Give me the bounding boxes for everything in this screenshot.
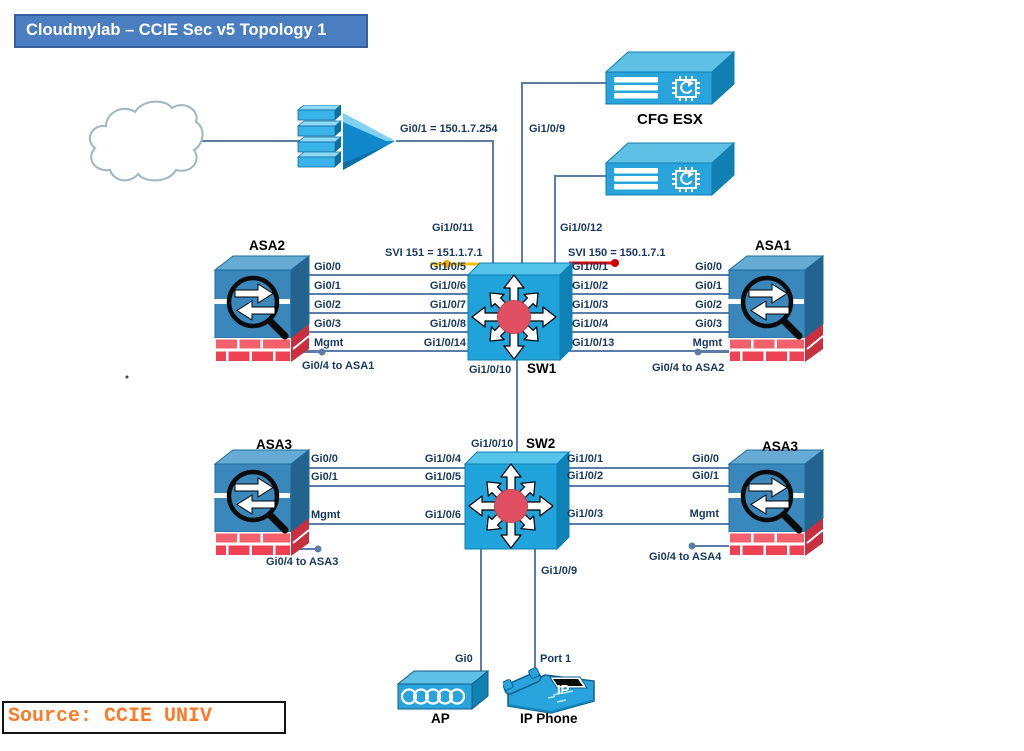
sw2-port-label: Gi1/0/6 <box>424 509 461 521</box>
asa3-port-label: Gi0/0 <box>311 453 338 465</box>
diagram-title: Cloudmylab – CCIE Sec v5 Topology 1 <box>14 14 368 48</box>
sw1-router-port-label: Gi1/0/11 <box>432 222 474 234</box>
source-credit: Source: CCIE UNIV <box>2 701 286 734</box>
asa1-port-label: Gi0/3 <box>695 318 722 330</box>
access-point-icon <box>396 666 491 711</box>
asa3r-port-label: Gi0/1 <box>692 470 719 482</box>
sw1-port-label: Gi1/0/2 <box>572 280 609 292</box>
asa3r-port-label: Mgmt <box>689 508 719 520</box>
asa1-port-label: Gi0/0 <box>695 261 722 273</box>
asa3r-port-label: Gi0/0 <box>692 453 719 465</box>
sw2-switch-icon <box>461 446 573 553</box>
internet-cloud-icon <box>82 96 207 188</box>
asa3-right-firewall-icon <box>727 444 827 556</box>
ip-phone-name: IP Phone <box>520 711 578 726</box>
cfg-esx-name: CFG ESX <box>637 111 703 128</box>
phone-port-label: Port 1 <box>540 653 572 665</box>
sw1-esx2-port-label: Gi1/0/12 <box>560 222 603 234</box>
asa2-port-label: Gi0/0 <box>314 261 341 273</box>
asa3-port-label: Mgmt <box>311 509 341 521</box>
asa1-name: ASA1 <box>755 238 792 253</box>
wan-router-arrow-icon <box>275 105 400 175</box>
internet-ip-label: Gi0/1 = 150.1.7.254 <box>400 123 498 135</box>
asa3-right-name: ASA3 <box>762 439 799 454</box>
sw2-phone-port-label: Gi1/0/9 <box>541 565 578 577</box>
asa2-failover-note: Gi0/4 to ASA1 <box>302 360 375 372</box>
sw2-port-label: Gi1/0/3 <box>567 508 604 520</box>
sw2-port-label: Gi1/0/1 <box>567 453 604 465</box>
asa2-port-label: Gi0/3 <box>314 318 341 330</box>
asa1-firewall-icon <box>727 250 827 362</box>
sw2-port-label: Gi1/0/4 <box>424 453 461 465</box>
svi150-highlight-underline <box>569 259 619 267</box>
svi151-highlight-underline <box>430 260 481 268</box>
sw1-port-label: Gi1/0/14 <box>423 337 466 349</box>
svi150-label: SVI 150 = 150.1.7.1 <box>568 247 666 259</box>
asa1-port-label: Mgmt <box>692 337 722 349</box>
asa1-port-label: Gi0/2 <box>695 299 722 311</box>
asa2-firewall-icon <box>213 250 313 362</box>
asa3-left-name: ASA3 <box>256 437 293 452</box>
ap-name: AP <box>431 711 450 726</box>
sw1-port-label: Gi1/0/3 <box>572 299 609 311</box>
sw2-port-label: Gi1/0/5 <box>424 471 461 483</box>
asa3-failover-note: Gi0/4 to ASA3 <box>266 556 339 568</box>
asa1-failover-note: Gi0/4 to ASA2 <box>652 362 725 374</box>
asa2-name: ASA2 <box>249 238 286 253</box>
stray-dot <box>125 375 129 379</box>
sw1-switch-icon <box>464 257 576 364</box>
sw1-port-label: Gi1/0/5 <box>429 261 466 273</box>
asa2-port-label: Gi0/1 <box>314 280 341 292</box>
sw1-port-label: Gi1/0/6 <box>429 280 466 292</box>
sw2-port-label: Gi1/0/2 <box>567 470 604 482</box>
cfg-esx-server-icon <box>602 44 737 106</box>
sw1-port-label: Gi1/0/8 <box>429 318 466 330</box>
esx1-port-label: Gi1/0/9 <box>529 123 566 135</box>
sw1-port-label: Gi1/0/1 <box>572 261 609 273</box>
asa2-port-label: Gi0/2 <box>314 299 341 311</box>
sw1-trunk-port-label: Gi1/0/10 <box>469 364 512 376</box>
esx-server2-icon <box>602 135 737 197</box>
sw2-trunk-port-label: Gi1/0/10 <box>471 438 514 450</box>
sw1-name: SW1 <box>527 361 557 376</box>
ip-phone-icon-text: IP <box>557 682 570 697</box>
sw1-port-label: Gi1/0/4 <box>572 318 609 330</box>
sw1-port-label: Gi1/0/13 <box>572 337 615 349</box>
ip-phone-icon <box>503 664 598 714</box>
asa1-port-label: Gi0/1 <box>695 280 722 292</box>
sw1-port-label: Gi1/0/7 <box>429 299 466 311</box>
sw2-name: SW2 <box>526 436 556 451</box>
ap-port-label: Gi0 <box>455 653 473 665</box>
asa2-port-label: Mgmt <box>314 337 344 349</box>
asa3-left-firewall-icon <box>213 444 313 556</box>
asa3-port-label: Gi0/1 <box>311 471 338 483</box>
svi151-label: SVI 151 = 151.1.7.1 <box>385 247 483 259</box>
asa4-failover-note: Gi0/4 to ASA4 <box>649 551 722 563</box>
